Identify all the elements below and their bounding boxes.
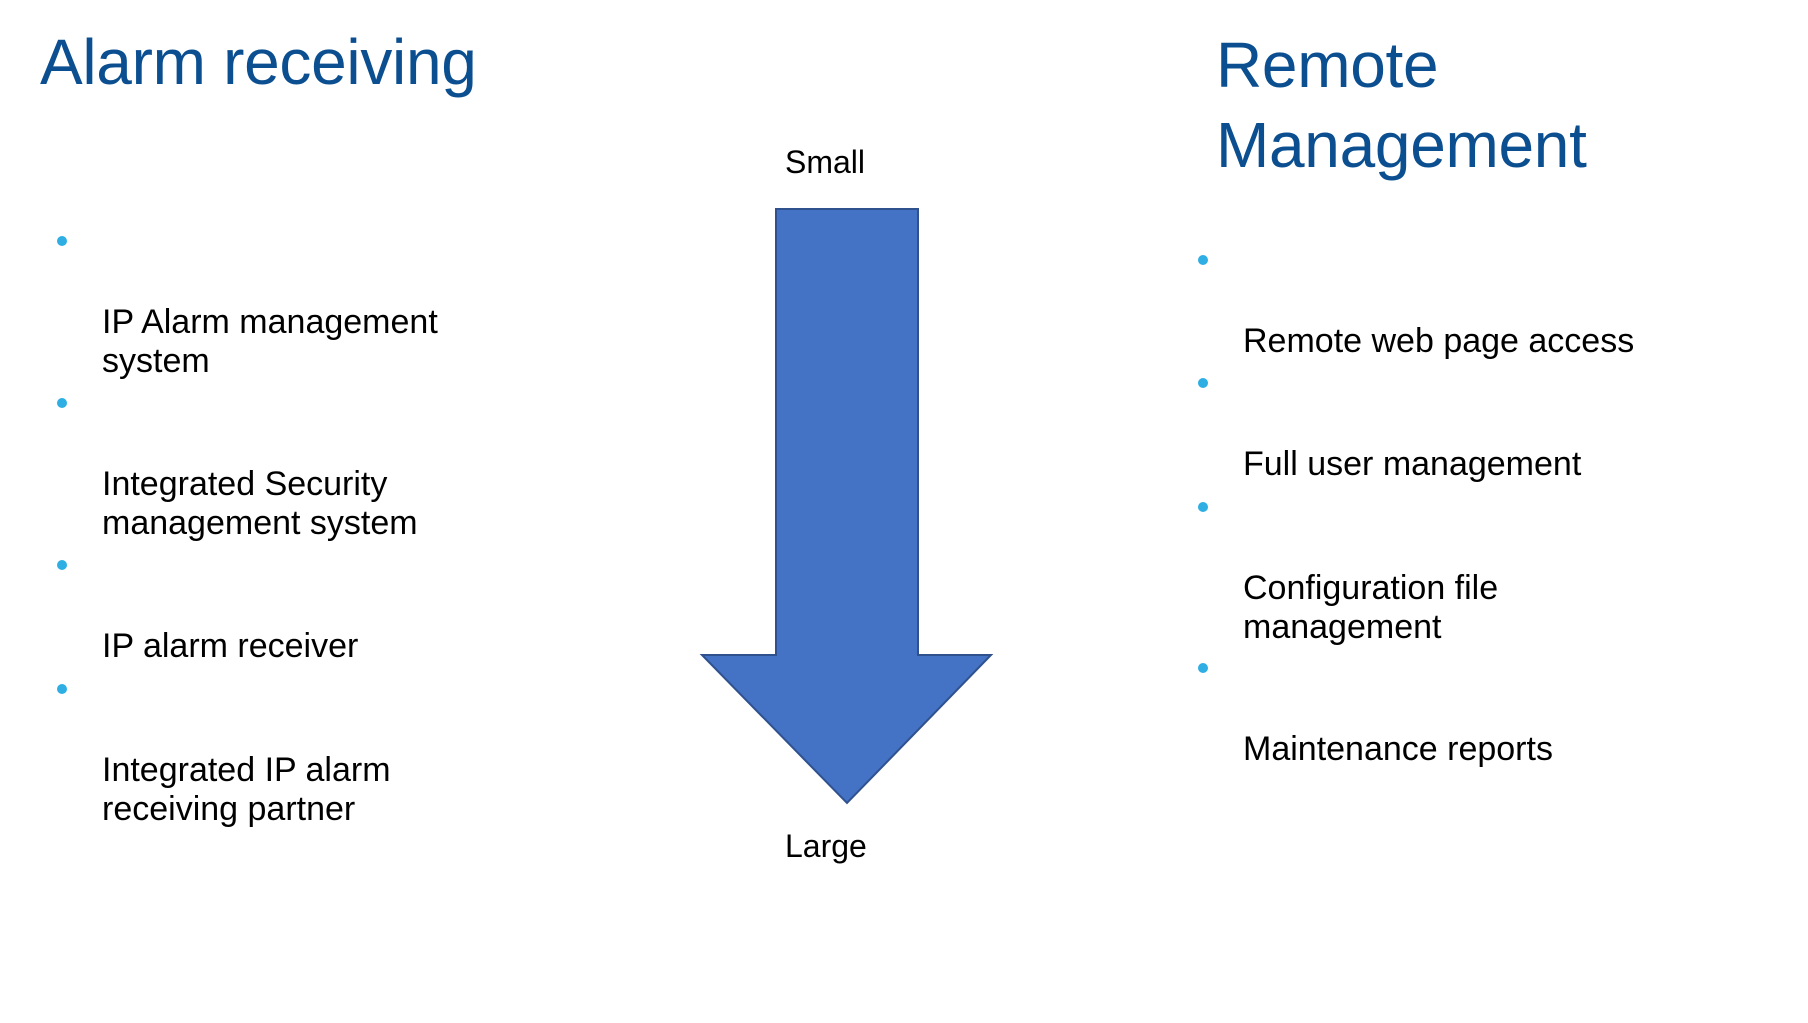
bullet-icon [57,236,67,246]
list-item-label: Full user management [1243,445,1582,483]
list-item: Remote web page access [1198,244,1634,400]
list-item: Configuration file management [1198,491,1498,686]
list-item-label: Configuration file management [1243,569,1499,646]
list-item: IP Alarm management system [57,225,438,420]
list-item-label: Remote web page access [1243,322,1635,360]
list-item-label: Integrated Security management system [102,465,418,542]
list-item: Integrated IP alarm receiving partner [57,673,391,868]
down-arrow-icon [699,208,994,805]
bullet-icon [57,684,67,694]
bullet-icon [1198,502,1208,512]
alarm-receiving-title: Alarm receiving [40,26,477,98]
remote-management-title: Remote Management [1216,29,1587,181]
list-item-label: IP Alarm management system [102,303,438,380]
bullet-icon [1198,663,1208,673]
list-item: IP alarm receiver [57,549,358,705]
list-item: Maintenance reports [1198,652,1553,808]
list-item-label: IP alarm receiver [102,627,359,665]
list-item: Integrated Security management system [57,387,418,582]
bullet-icon [57,560,67,570]
list-item: Full user management [1198,367,1581,523]
list-item-label: Integrated IP alarm receiving partner [102,751,391,828]
bullet-icon [57,398,67,408]
list-item-label: Maintenance reports [1243,730,1553,768]
scale-top-label: Small [785,144,866,180]
bullet-icon [1198,255,1208,265]
scale-bottom-label: Large [785,828,867,864]
bullet-icon [1198,378,1208,388]
